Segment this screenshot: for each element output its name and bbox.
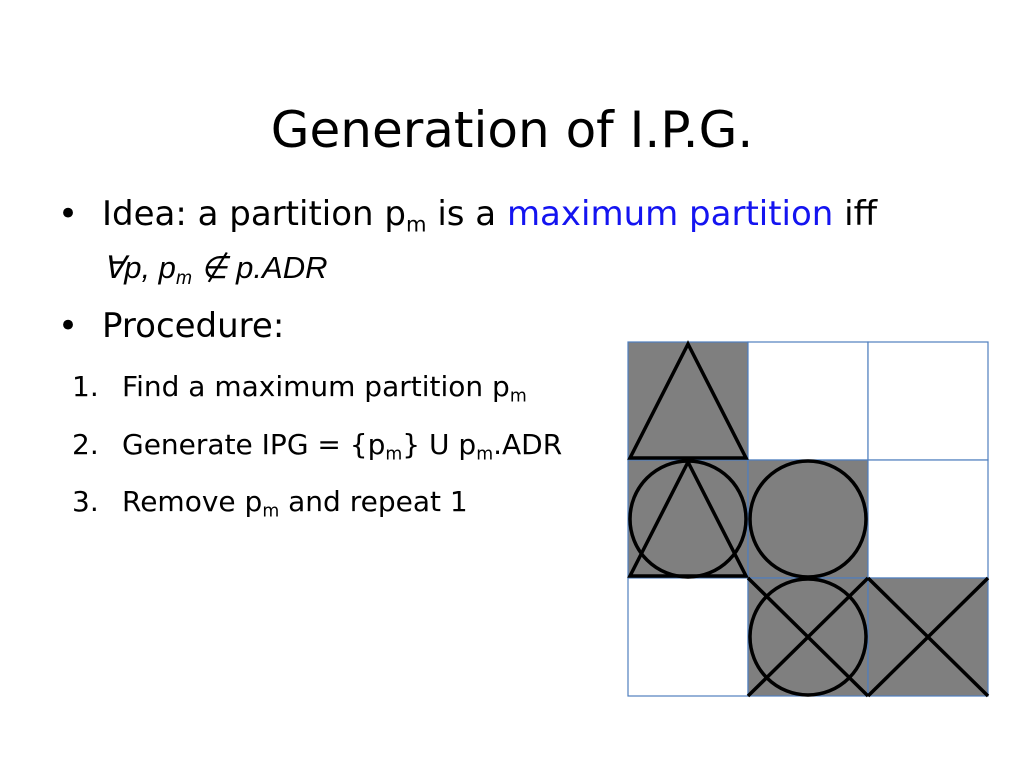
idea-subscript: m [405,211,427,237]
step-subscript-a: m [385,444,403,465]
step-subscript: m [509,386,527,407]
step-text-c: .ADR [493,428,563,461]
circle-icon [748,459,868,579]
formula-subscript: m [175,268,192,290]
grid-cell [627,341,749,461]
step-number: 2. [72,428,99,461]
triangle-icon [627,340,749,460]
triangle-icon [627,458,749,578]
step-text-a: Generate IPG = {p [122,428,386,461]
step-text-b: } U p [402,428,477,461]
bullet-marker: • [58,194,79,234]
idea-text-after: iff [833,194,878,234]
maximum-partition-term: maximum partition [506,194,834,234]
step-1: 1. Find a maximum partition pm [72,370,527,407]
forall-symbol: ∀ [103,250,125,285]
x-cross-icon [746,576,870,698]
step-subscript: m [262,501,280,522]
step-number: 3. [72,485,99,518]
grid-cell [627,459,749,579]
circle-icon [748,577,868,697]
step-2: 2.Generate IPG = {pm} U pm.ADR [72,428,563,465]
not-in-symbol: ∉ [191,250,237,285]
formula-rest: p.ADR [236,250,328,285]
step-text: Find a maximum partition p [122,370,510,403]
idea-formula: ∀p, pm ∉ p.ADR [103,248,327,288]
idea-text-middle: is a [426,194,507,234]
x-cross-stroke [866,576,990,698]
slide-title: Generation of I.P.G. [270,100,754,159]
bullet-procedure: • Procedure: [58,306,284,346]
formula-p: p, p [124,250,176,285]
step-text-b: and repeat 1 [279,485,468,518]
grid-cell [867,341,989,461]
bullet-marker: • [58,306,79,346]
grid-cell [747,341,869,461]
x-cross-icon [866,576,990,698]
idea-text-before: Idea: a partition p [102,194,406,234]
step-subscript-b: m [476,444,494,465]
x-cross-stroke [746,576,870,698]
step-number: 1. [72,370,99,403]
step-3: 3. Remove pm and repeat 1 [72,485,468,522]
grid-cell [627,577,749,697]
step-text-a: Remove p [122,485,263,518]
procedure-label: Procedure: [102,306,285,346]
grid-cell [867,459,989,579]
bullet-idea: • Idea: a partition pm is a maximum parti… [58,194,878,237]
